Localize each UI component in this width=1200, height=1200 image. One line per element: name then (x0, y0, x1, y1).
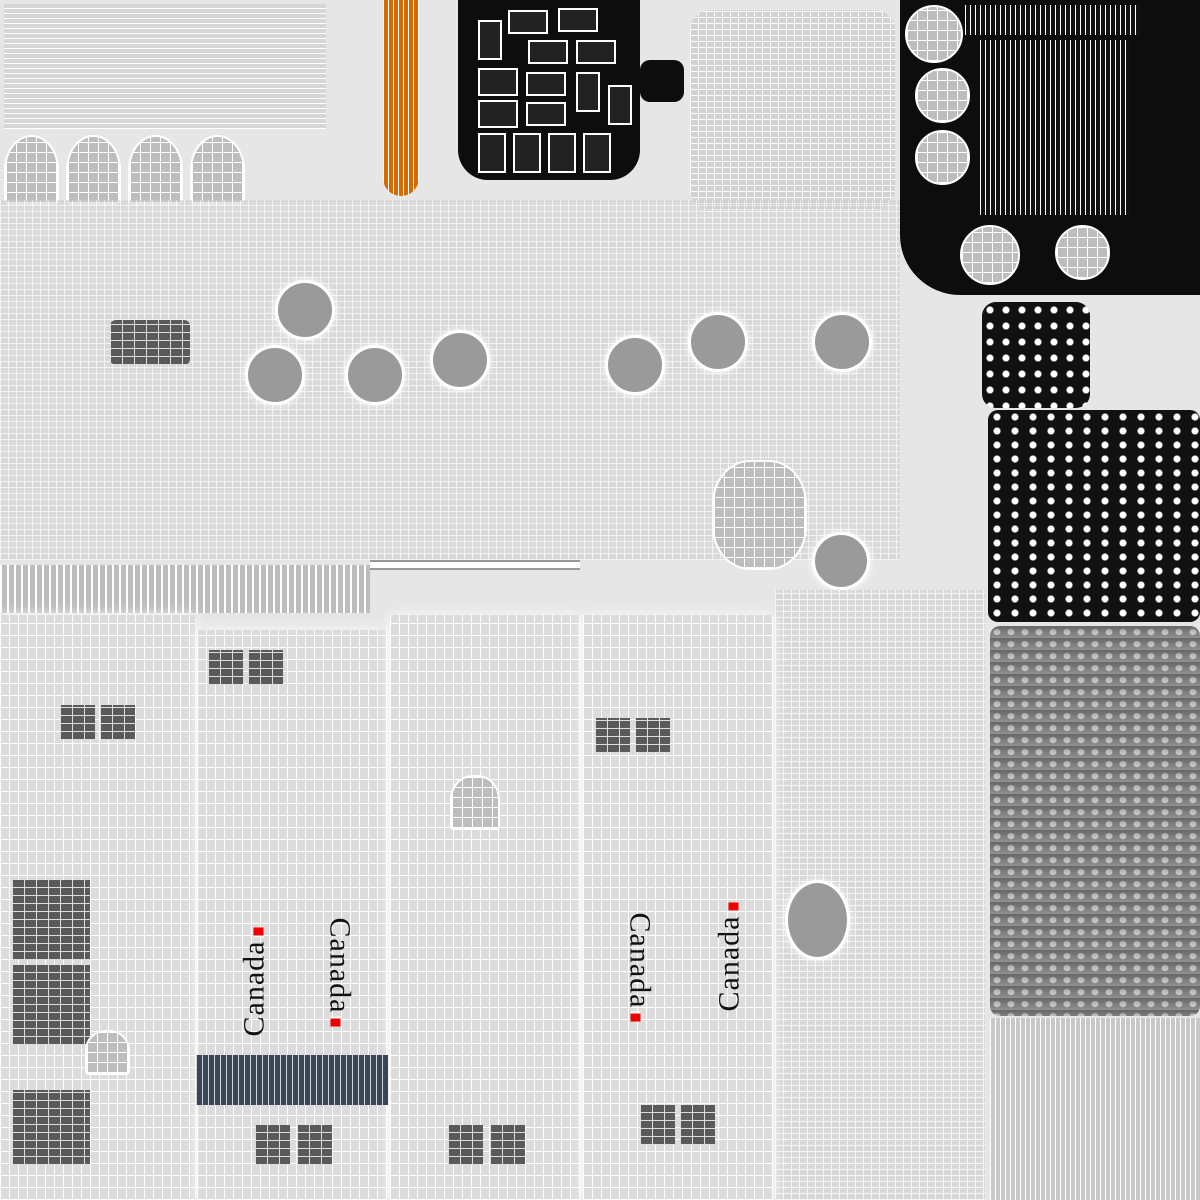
sphere (960, 225, 1020, 285)
sphere (915, 68, 970, 123)
facade-panel-4 (583, 615, 773, 1200)
facade-window (60, 705, 95, 740)
arch-piece (66, 135, 121, 205)
door-arch (85, 1030, 130, 1075)
ring-piece (688, 312, 748, 372)
dark-small-piece (640, 60, 684, 102)
sphere (1055, 225, 1110, 280)
dome-piece (712, 460, 807, 570)
window (583, 133, 611, 173)
window (608, 85, 632, 125)
decor-parts-panel (990, 626, 1200, 1016)
dark-window-panel (458, 0, 640, 180)
facade-window (680, 1105, 715, 1145)
facade-window (248, 650, 283, 685)
window (576, 72, 600, 112)
flag-symbol (728, 902, 739, 913)
small-parts-panel (988, 410, 1200, 622)
facade-window-large (12, 1090, 90, 1165)
dark-stripe-band (196, 1055, 388, 1105)
flag-symbol (253, 927, 264, 938)
railing-strip (965, 5, 1140, 35)
arch-piece (190, 135, 245, 205)
sphere (915, 130, 970, 185)
facade-window (448, 1125, 483, 1165)
ring-piece (812, 312, 872, 372)
window (526, 72, 566, 96)
canada-wordmark: Canada (622, 913, 656, 1022)
ring-piece (605, 335, 665, 395)
facade-window (490, 1125, 525, 1165)
window (478, 68, 518, 96)
canada-wordmark: Canada (712, 902, 746, 1012)
wordmark-text: Canada (237, 940, 271, 1037)
balustrade-band (0, 565, 370, 613)
facade-window (595, 718, 630, 753)
window (478, 133, 506, 173)
window (576, 40, 616, 64)
column-strips-panel (990, 1018, 1200, 1200)
ring-piece (275, 280, 335, 340)
arch-piece (128, 135, 183, 205)
window (548, 133, 576, 173)
ring-piece (345, 345, 405, 405)
facade-window (255, 1125, 290, 1165)
window (526, 102, 566, 126)
ring-piece (812, 532, 870, 590)
window (513, 133, 541, 173)
window (478, 20, 502, 60)
facade-window-large (12, 880, 90, 960)
canada-wordmark: Canada (237, 927, 271, 1037)
wordmark-text: Canada (712, 915, 746, 1012)
flag-symbol (630, 1011, 641, 1022)
canada-wordmark: Canada (322, 918, 356, 1027)
ring-piece (785, 880, 850, 960)
facade-panel-2 (197, 630, 387, 1200)
facade-window (297, 1125, 332, 1165)
window (528, 40, 568, 64)
wordmark-text: Canada (623, 912, 657, 1009)
sphere (905, 5, 963, 63)
window (558, 8, 598, 32)
ring-piece (245, 345, 305, 405)
window (478, 100, 518, 128)
door-arch (450, 775, 500, 830)
ring-piece (430, 330, 490, 390)
dark-sphere-panel (900, 0, 1200, 295)
parts-cluster (690, 10, 895, 210)
wordmark-text: Canada (323, 917, 357, 1014)
facade-window-large (12, 965, 90, 1045)
window (508, 10, 548, 34)
facade-window (100, 705, 135, 740)
divider-bar (370, 560, 580, 570)
railing-strip (980, 40, 1130, 215)
flag-symbol (330, 1016, 341, 1027)
arch-piece (4, 135, 59, 205)
orange-strip (383, 0, 419, 196)
top-left-strip-block (4, 4, 326, 129)
facade-window (208, 650, 243, 685)
small-parts-panel (982, 302, 1090, 408)
facade-window (640, 1105, 675, 1145)
facade-window (635, 718, 670, 753)
dark-part (110, 320, 190, 365)
facade-panel-3 (390, 615, 580, 1200)
